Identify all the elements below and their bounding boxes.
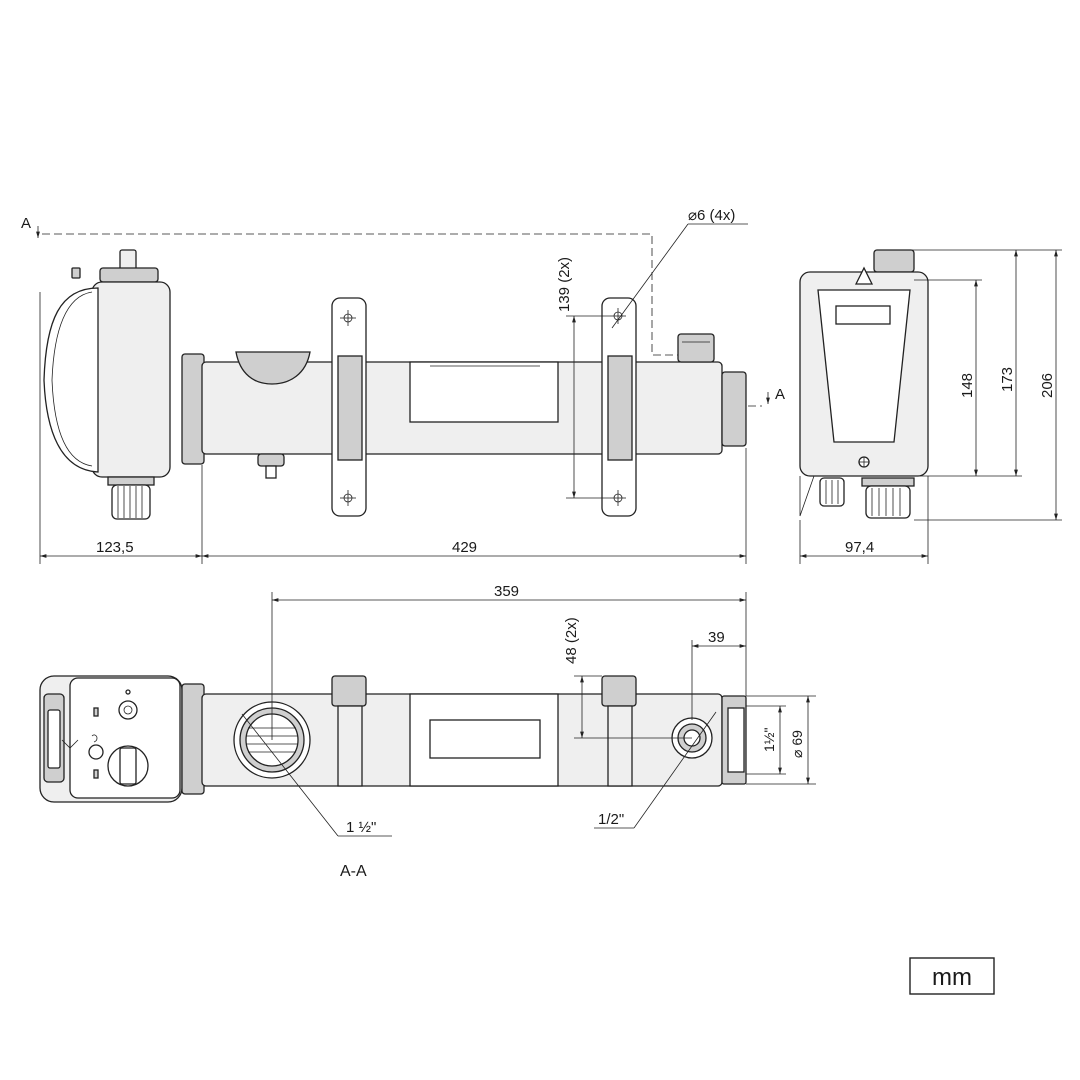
dim-label-hole: ⌀6 (4x) <box>688 207 735 224</box>
mounting-bracket-left <box>331 297 367 517</box>
dim-overall: 123,5 429 <box>39 292 747 564</box>
dim-label-outlet-thread: 1½" <box>761 728 777 752</box>
dim-hole-diameter: ⌀6 (4x) <box>611 207 748 329</box>
dim-label-123-5: 123,5 <box>96 539 134 556</box>
dim-label-173: 173 <box>999 367 1016 392</box>
section-marker-right: A <box>775 386 785 403</box>
units-label: mm <box>932 964 972 991</box>
flange <box>181 353 205 465</box>
top-view: 359 48 (2x) 39 1½" ⌀ 69 1 ½" 1/2" A-A <box>39 583 816 880</box>
front-view: A A <box>21 207 785 564</box>
dim-label-359: 359 <box>494 583 519 600</box>
dim-label-97-4: 97,4 <box>845 539 874 556</box>
dim-label-48: 48 (2x) <box>563 617 580 664</box>
dim-label-inlet-thread: 1 ½" <box>346 819 376 836</box>
dim-label-139: 139 (2x) <box>556 257 573 312</box>
dim-label-148: 148 <box>959 373 976 398</box>
section-marker-left: A <box>21 215 31 232</box>
dim-label-206: 206 <box>1039 373 1056 398</box>
dim-bracket-spacing: 139 (2x) <box>556 257 610 499</box>
side-view: 148 173 206 97,4 <box>799 249 1062 564</box>
units-box: mm <box>909 957 995 995</box>
dim-label-small-thread: 1/2" <box>598 811 624 828</box>
mounting-bracket-right <box>601 297 637 517</box>
section-label: A-A <box>340 863 367 880</box>
dim-label-39: 39 <box>708 629 725 646</box>
dim-label-outlet-dia: ⌀ 69 <box>789 730 805 758</box>
dim-label-429: 429 <box>452 539 477 556</box>
section-line-a: A A <box>21 215 785 407</box>
control-box <box>43 249 171 520</box>
heater-tube <box>201 333 747 479</box>
